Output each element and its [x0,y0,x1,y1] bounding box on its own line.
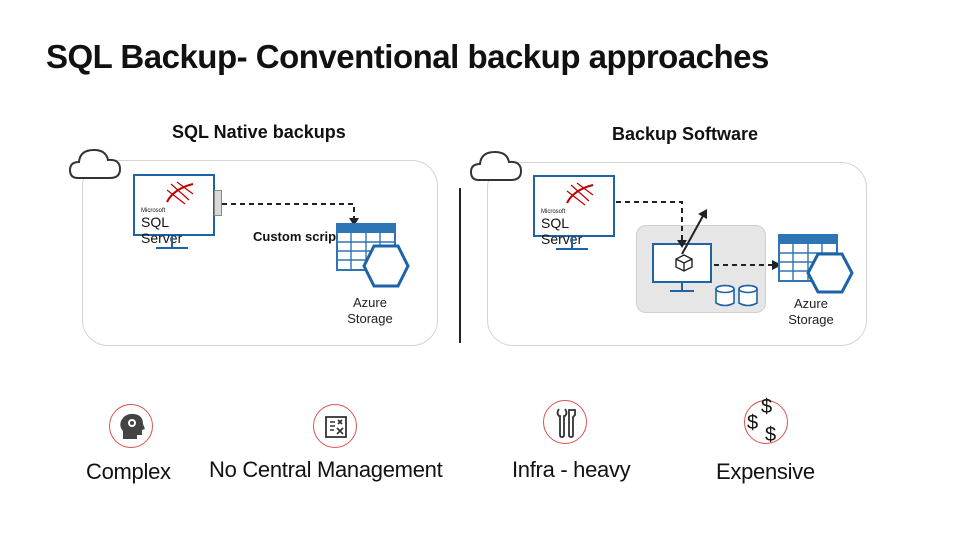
sql-server-logo-icon [166,181,194,205]
complex-label: Complex [86,459,171,484]
sql-product-label: SQL Server [541,215,583,247]
monitor-base-inner [670,290,694,292]
monitor-stand-left [171,236,173,248]
document-x-icon [325,416,347,438]
section-divider [459,188,461,343]
monitor-port-left [214,190,222,216]
sql-server-logo-icon [566,182,594,206]
tools-icon [556,408,576,438]
monitor-base-left [156,247,188,249]
backup-flow-arrow-left [222,203,359,226]
monitor-stand-inner [681,283,683,291]
sql-brand-label: Microsoft [141,208,166,214]
no-central-mgmt-icon-circle [313,404,357,448]
cloud-icon-right [469,150,523,181]
dollar-icon: $ [761,396,773,418]
sql-product-label: SQL Server [141,214,183,246]
sql-server-monitor-left: Microsoft SQL Server [133,174,215,246]
dollar-icon: $ [765,424,777,446]
azure-storage-label-left: Azure Storage [335,295,405,327]
sql-to-software-arrow [616,201,687,248]
infra-heavy-label: Infra - heavy [512,457,631,482]
storage-line2-left: Storage [347,311,393,326]
storage-line1-right: Azure [794,296,828,311]
cube-icon [675,254,693,272]
page-title: SQL Backup- Conventional backup approach… [46,38,769,75]
monitor-base-right [556,248,588,250]
storage-line2-right: Storage [788,312,834,327]
backup-software-heading: Backup Software [612,124,759,144]
hexagon-icon-right [806,252,854,294]
dollar-icon: $ [747,412,759,434]
storage-line1-left: Azure [353,295,387,310]
infra-heavy-icon-circle [543,400,587,444]
no-central-management-label: No Central Management [209,457,443,482]
azure-storage-label-right: Azure Storage [776,296,846,328]
sql-brand-label: Microsoft [541,209,566,215]
expensive-label: Expensive [716,459,815,484]
software-to-storage-arrow [714,260,782,270]
complex-icon-circle [109,404,153,448]
database-icon [715,284,758,307]
expensive-icon-circle: $ $ $ [744,396,788,446]
cloud-icon-left [68,148,122,179]
software-upload-arrow [681,209,707,255]
gear-head-icon [120,413,145,439]
monitor-stand-right [571,237,573,249]
sql-server-monitor-right: Microsoft SQL Server [533,175,615,247]
custom-scripts-label: Custom scripts [253,229,339,244]
native-backups-heading: SQL Native backups [172,122,346,142]
hexagon-icon-left [362,244,410,288]
